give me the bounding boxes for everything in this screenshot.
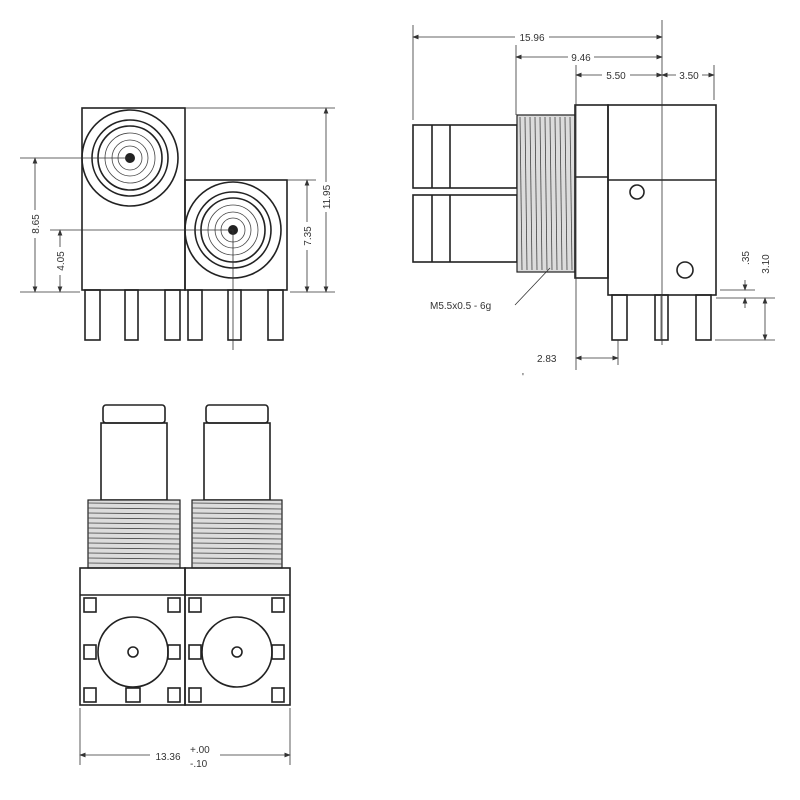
side-view: 15.96 9.46 5.50 3.50 M5.5x0.5 - 6g 2.83 … [412, 20, 775, 383]
tolerance-plus: +.00 [190, 745, 210, 756]
upper-connector-body [81, 107, 186, 291]
front-view: 8.65 4.05 7.35 11.95 [20, 107, 335, 350]
dim-11-95: 11.95 [322, 184, 333, 209]
dim-8-65: 8.65 [31, 214, 42, 234]
dim-15-96: 15.96 [519, 33, 544, 44]
dim-5-50: 5.50 [606, 71, 626, 82]
tolerance-minus: -.10 [190, 759, 208, 770]
thread-callout: M5.5x0.5 - 6g [430, 301, 491, 312]
front-pins [84, 289, 284, 341]
dim-7-35: 7.35 [303, 226, 314, 246]
bottom-tubes [100, 404, 271, 501]
dim-3-50: 3.50 [679, 71, 699, 82]
bottom-body-right [184, 567, 291, 706]
dim-13-36: 13.36 [155, 752, 180, 763]
lower-connector-body [184, 179, 288, 291]
dim-0-35: .35 [741, 251, 752, 265]
side-tubes [412, 124, 518, 263]
side-flange [574, 104, 609, 279]
dim-3-10: 3.10 [761, 254, 772, 274]
svg-text:': ' [522, 372, 524, 383]
bottom-view: 13.36 +.00 -.10 [79, 404, 291, 771]
side-pins [611, 294, 712, 341]
dim-2-83: 2.83 [537, 354, 557, 365]
bottom-body-left [79, 567, 186, 706]
dim-4-05: 4.05 [56, 251, 67, 271]
dim-9-46: 9.46 [571, 53, 591, 64]
